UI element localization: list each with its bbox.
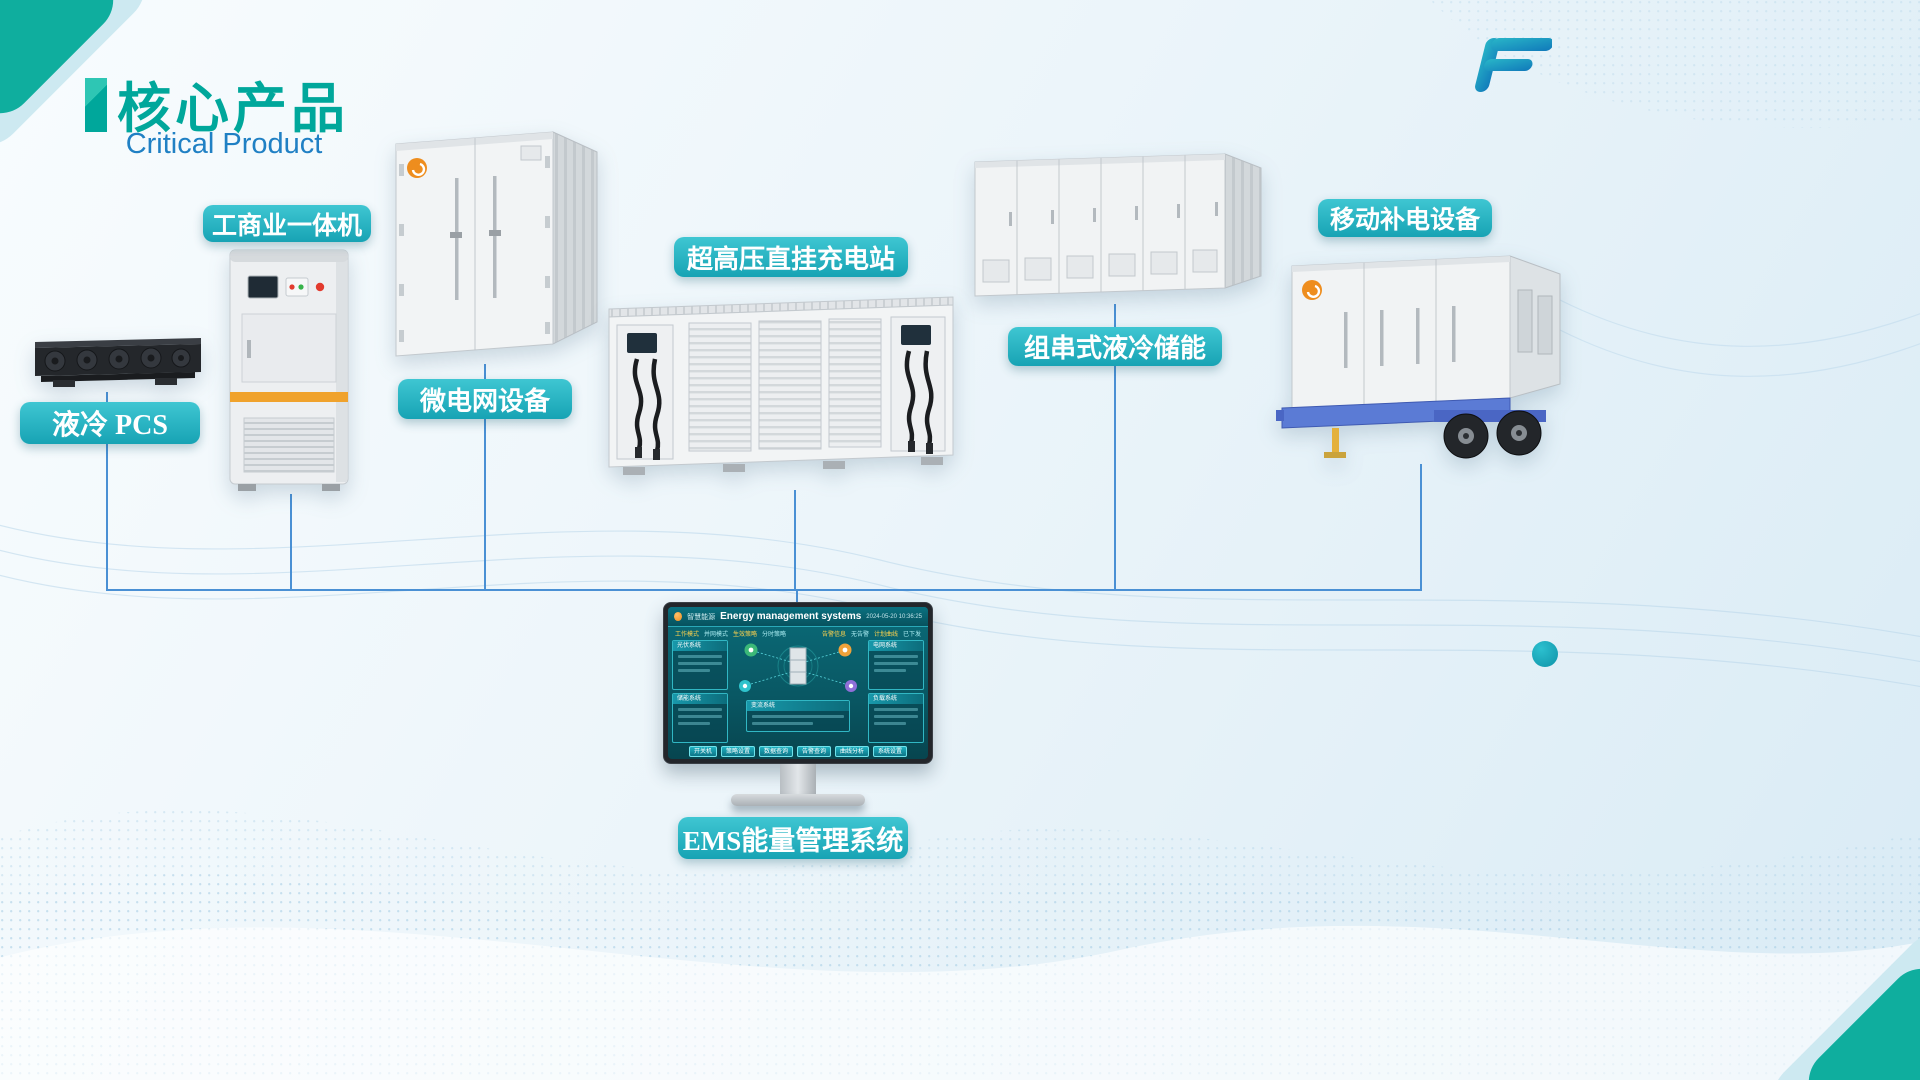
status-key: 计划曲线	[873, 631, 898, 638]
label-microgrid: 微电网设备	[398, 379, 572, 419]
connector-line-horizontal	[106, 589, 1422, 591]
status-value: 无告警	[850, 631, 869, 638]
connector-line	[1420, 464, 1422, 590]
product-mobile-charging-trailer	[1276, 250, 1568, 466]
status-value: 并网模式	[704, 631, 729, 638]
monitor-stand-base	[731, 794, 865, 806]
screen-title: Energy management systems	[720, 611, 862, 622]
product-string-storage-container	[971, 146, 1263, 304]
label-charging-station: 超高压直挂充电站	[674, 237, 908, 277]
ems-logo-icon	[674, 612, 683, 621]
connector-line	[484, 364, 486, 590]
screen-body: 光伏系统 储能系统	[668, 639, 928, 744]
screen-left-column: 光伏系统 储能系统	[672, 640, 728, 743]
screen-panel-load: 负载系统	[868, 693, 924, 743]
ems-monitor: 智慧能源 Energy management systems 2024-05-2…	[663, 602, 933, 806]
screen-panel-grid: 电网系统	[868, 640, 924, 690]
screen-button: 系统设置	[873, 746, 908, 757]
screen-button: 告警查询	[797, 746, 832, 757]
connector-line	[794, 490, 796, 590]
energy-flow-diagram	[739, 643, 857, 692]
ems-screen: 智慧能源 Energy management systems 2024-05-2…	[668, 607, 928, 759]
label-string-storage: 组串式液冷储能	[1008, 327, 1222, 366]
connector-line	[796, 589, 798, 605]
connector-line	[290, 494, 292, 590]
screen-button: 策略设置	[720, 746, 755, 757]
screen-button: 开关机	[688, 746, 717, 757]
pcs-illustration	[35, 338, 201, 387]
connector-line	[106, 392, 108, 590]
status-key: 工作模式	[675, 631, 700, 638]
screen-right-column: 电网系统 负载系统	[868, 640, 924, 743]
status-value: 分时策略	[762, 631, 787, 638]
screen-brand: 智慧能源	[687, 613, 716, 621]
screen-status-bar: 工作模式 并网模式 生效策略 分时策略 告警信息 无告警 计划曲线 已下发	[668, 627, 928, 639]
product-all-in-one-cabinet	[220, 242, 362, 494]
product-liquid-cooled-pcs	[25, 328, 205, 392]
decorative-circle	[1532, 641, 1558, 667]
microgrid-illustration	[395, 131, 598, 357]
label-ems-system: EMS能量管理系统	[678, 817, 908, 859]
screen-button: 数据查询	[758, 746, 793, 757]
status-key: 告警信息	[821, 631, 846, 638]
charging-station-illustration	[608, 296, 954, 475]
screen-button: 曲线分析	[835, 746, 870, 757]
screen-panel-storage: 储能系统	[672, 693, 728, 743]
mobile-charging-illustration	[1276, 255, 1561, 459]
page-title: 核心产品	[117, 79, 349, 139]
label-all-in-one: 工商业一体机	[203, 205, 371, 242]
screen-panel-pv: 光伏系统	[672, 640, 728, 690]
product-microgrid-container	[393, 120, 600, 364]
brand-logo-icon	[1475, 38, 1552, 92]
screen-datetime: 2024-05-20 10:36:25	[866, 613, 922, 620]
title-accent-bar	[85, 78, 107, 132]
cabinet-illustration	[229, 249, 349, 491]
screen-panel-converter: 变流系统	[746, 700, 850, 732]
label-mobile-charging: 移动补电设备	[1318, 199, 1492, 237]
string-storage-illustration	[974, 153, 1262, 297]
status-value: 已下发	[902, 631, 921, 638]
status-key: 生效策略	[733, 631, 758, 638]
connector-line	[1114, 304, 1116, 590]
product-charging-station	[603, 293, 960, 490]
screen-center-column: 变流系统	[731, 640, 865, 743]
monitor-frame: 智慧能源 Energy management systems 2024-05-2…	[663, 602, 933, 764]
monitor-stand-neck	[780, 764, 816, 794]
screen-header: 智慧能源 Energy management systems 2024-05-2…	[668, 607, 928, 627]
label-liquid-cooled-pcs: 液冷 PCS	[20, 402, 200, 444]
page-subtitle: Critical Product	[125, 128, 323, 160]
screen-button-row: 开关机 策略设置 数据查询 告警查询 曲线分析 系统设置	[668, 744, 928, 759]
